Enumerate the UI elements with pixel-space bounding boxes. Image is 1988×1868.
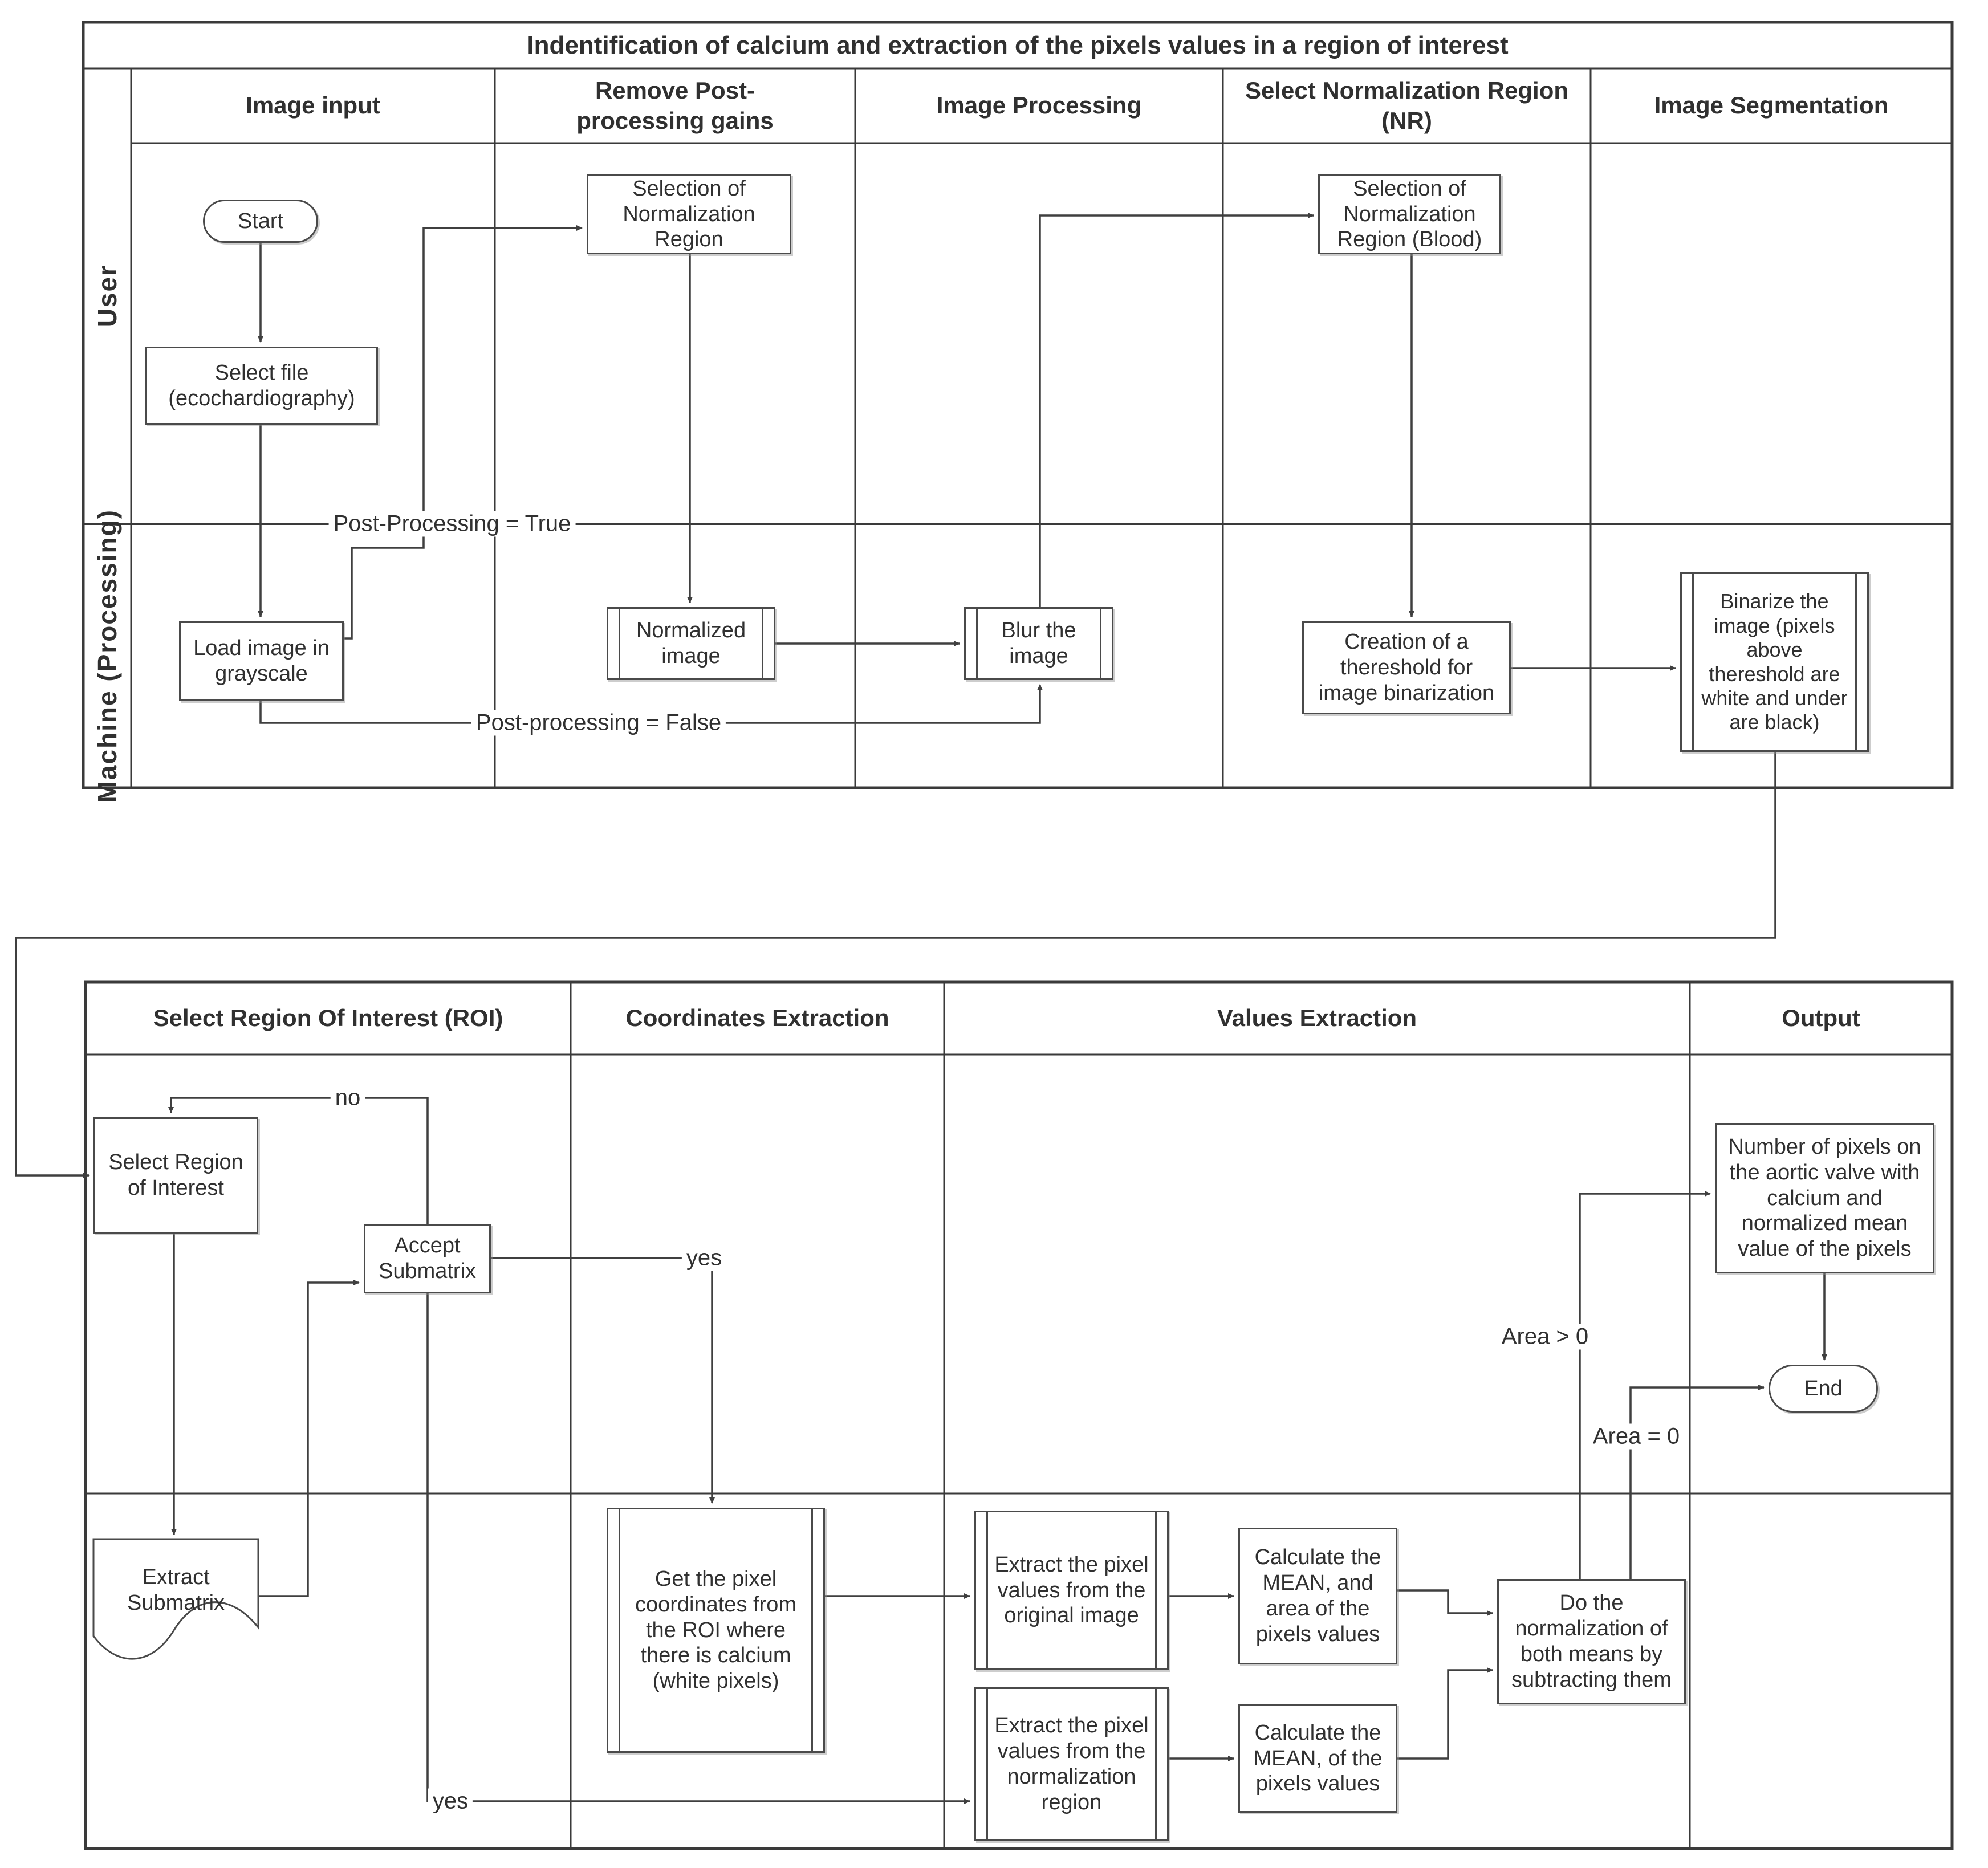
end-node: End: [1769, 1365, 1878, 1413]
extract-submatrix-document-shape: [92, 1538, 259, 1660]
edge-calc-mean-to-donorm: [1397, 1667, 1493, 1760]
accept-submatrix-node: Accept Submatrix: [364, 1224, 491, 1293]
s2-col-header-output: Output: [1782, 1004, 1860, 1032]
blur-image-node: Blur the image: [964, 607, 1113, 680]
edge-label-area-greater-zero: Area > 0: [1497, 1324, 1593, 1350]
lane-user-label: User: [92, 264, 122, 328]
s2-col-header-coordinates-extraction: Coordinates Extraction: [625, 1004, 889, 1032]
edge-accept-yes-to-getcoords: [491, 1257, 715, 1504]
s1-col-header-image-input: Image input: [246, 92, 380, 119]
edge-extract-submatrix-to-accept: [258, 1280, 360, 1597]
start-node: Start: [203, 200, 318, 243]
edge-accept-no-loop: [168, 1097, 429, 1224]
edges: [15, 213, 1827, 1804]
edge-label-postprocessing-false: Post-processing = False: [471, 710, 726, 736]
s1-col-header-remove-postprocessing: Remove Post-processing gains: [576, 77, 774, 134]
s2-col-header-values-extraction: Values Extraction: [1217, 1004, 1417, 1032]
edge-accept-yes-to-extract-norm: [426, 1293, 970, 1804]
table1-outer-border: [82, 21, 1954, 789]
edge-label-postprocessing-true: Post-Processing = True: [328, 511, 576, 537]
calculate-mean-node: Calculate the MEAN, of the pixels values: [1238, 1704, 1397, 1813]
edge-label-yes-coordinates: yes: [681, 1245, 727, 1271]
select-file-node: Select file (ecochardiography): [145, 347, 378, 425]
s2-col-header-select-roi: Select Region Of Interest (ROI): [153, 1004, 503, 1032]
do-normalization-node: Do the normalization of both means by su…: [1497, 1579, 1686, 1704]
normalized-image-node: Normalized image: [607, 607, 775, 680]
edge-binarize-to-select-roi: [15, 752, 1776, 1178]
output-result-node: Number of pixels on the aortic valve wit…: [1715, 1123, 1934, 1273]
s1-col-header-image-processing: Image Processing: [936, 92, 1142, 119]
s1-col-header-image-segmentation: Image Segmentation: [1654, 92, 1889, 119]
load-image-grayscale-node: Load image in grayscale: [179, 621, 344, 701]
get-pixel-coordinates-node: Get the pixel coordinates from the ROI w…: [607, 1508, 825, 1753]
extract-values-normalization-region-node: Extract the pixel values from the normal…: [974, 1687, 1169, 1841]
calculate-mean-area-node: Calculate the MEAN, and area of the pixe…: [1238, 1528, 1397, 1664]
lane-machine: Machine (Processing): [83, 509, 131, 803]
creation-threshold-node: Creation of a thereshold for image binar…: [1302, 621, 1511, 714]
table2-grid: [84, 980, 1954, 1850]
edge-label-yes-normalization: yes: [428, 1788, 473, 1814]
select-region-of-interest-node: Select Region of Interest: [93, 1117, 258, 1234]
extract-values-original-image-node: Extract the pixel values from the origin…: [974, 1511, 1169, 1670]
table2-outer-border: [84, 980, 1954, 1850]
binarize-image-node: Binarize the image (pixels above theresh…: [1680, 572, 1869, 752]
edge-calc-area-to-donorm: [1397, 1589, 1493, 1616]
lane-user: User: [83, 68, 131, 524]
diagram-title: Indentification of calcium and extractio…: [527, 31, 1509, 59]
edge-area-gt-0-to-output: [1579, 1191, 1711, 1579]
edge-area-eq-0-to-end: [1629, 1385, 1765, 1579]
selection-normalization-region-node: Selection of Normalization Region: [587, 174, 791, 254]
extract-submatrix-node: Extract Submatrix: [127, 1565, 225, 1615]
edge-label-no: no: [330, 1085, 365, 1111]
selection-normalization-region-blood-node: Selection of Normalization Region (Blood…: [1318, 174, 1501, 254]
edge-label-area-equals-zero: Area = 0: [1588, 1423, 1685, 1450]
s1-col-header-select-normalization-region: Select Normalization Region (NR): [1245, 77, 1569, 134]
lane-machine-label: Machine (Processing): [92, 508, 122, 803]
edge-blur-to-selnorm-blood: [1039, 213, 1314, 607]
edge-postprocessing-true: [344, 225, 583, 640]
